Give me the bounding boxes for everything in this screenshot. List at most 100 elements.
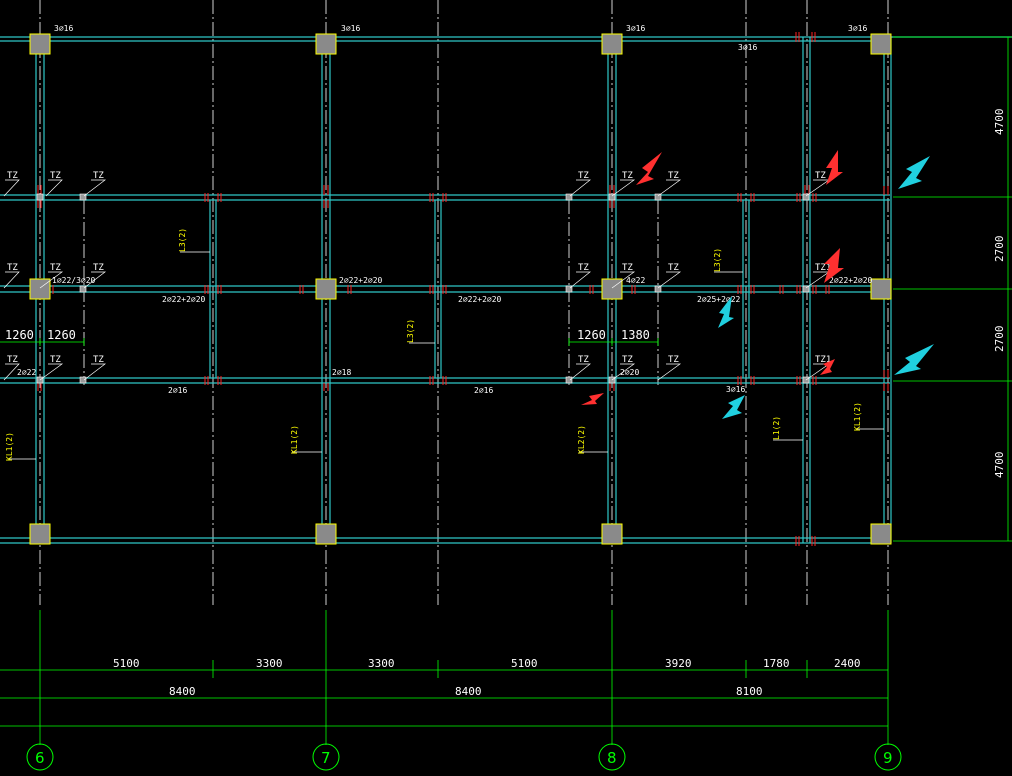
column xyxy=(29,33,51,55)
column xyxy=(601,278,623,300)
tz-leader xyxy=(3,271,20,289)
tz-post xyxy=(36,193,44,201)
dim-text: 5100 xyxy=(511,657,538,670)
rebar-hatch xyxy=(429,376,447,385)
tz-leader xyxy=(3,363,20,381)
tz-label: TZ xyxy=(578,171,589,181)
dim-text: 3300 xyxy=(256,657,283,670)
tz-label: TZ xyxy=(7,263,18,273)
rebar-marks xyxy=(37,32,889,546)
dim-text: 8400 xyxy=(169,685,196,698)
tz-leader xyxy=(39,271,64,289)
rebar-hatch xyxy=(204,376,222,385)
rebar-hatch xyxy=(737,376,755,385)
axis-label: 7 xyxy=(321,749,331,767)
rebar-hatch xyxy=(796,376,817,385)
column xyxy=(315,278,337,300)
rebar-note: 2⌀18 xyxy=(332,368,351,377)
tz-label: TZ1 xyxy=(815,263,831,273)
tz-label: TZ xyxy=(50,263,61,273)
rebar-hatch xyxy=(429,285,447,294)
rebar-hatch xyxy=(204,193,222,202)
right-dims: 4700 2700 2700 4700 xyxy=(993,109,1006,479)
rebar-note: 3⌀16 xyxy=(341,24,360,33)
right-dim-lines xyxy=(893,36,1012,542)
axis-bubble-6 xyxy=(26,743,54,771)
bottom-dims-row2: 8400 8400 8100 xyxy=(169,685,763,698)
tz-label: TZ xyxy=(93,355,104,365)
dim-text: 2700 xyxy=(993,236,1006,263)
tz-leader xyxy=(611,363,636,381)
dim-text: 4700 xyxy=(993,109,1006,136)
dim-text: 3300 xyxy=(368,657,395,670)
red-arrow xyxy=(581,393,604,405)
red-arrow xyxy=(824,248,844,283)
tz-leader xyxy=(569,271,591,289)
rebar-hatch xyxy=(37,383,615,391)
local-dims: 1260 1260 1260 1380 xyxy=(5,328,650,342)
column xyxy=(870,523,892,545)
tz-label: TZ xyxy=(668,171,679,181)
tz-label: TZ xyxy=(622,171,633,181)
beam-label: L1(2) xyxy=(772,416,781,440)
dim-text: 1260 xyxy=(5,328,34,342)
rebar-hatch xyxy=(883,370,889,391)
rebar-hatch xyxy=(429,193,447,202)
axis-bubbles: 6 7 8 9 xyxy=(26,743,902,771)
cyan-arrow xyxy=(718,296,734,328)
dim-text: 2700 xyxy=(993,326,1006,353)
tz-post xyxy=(565,285,573,293)
column xyxy=(315,523,337,545)
dim-text: 4700 xyxy=(993,452,1006,479)
cyan-arrow xyxy=(898,156,930,189)
rebar-hatch xyxy=(804,185,810,195)
cyan-arrow xyxy=(722,395,745,419)
tz-label: TZ xyxy=(815,171,826,181)
column xyxy=(29,278,51,300)
tz-leader xyxy=(83,271,107,289)
tz-leaders xyxy=(3,179,831,381)
horizontal-beams xyxy=(0,36,1012,544)
rebar-hatch xyxy=(737,285,755,294)
tz-posts xyxy=(36,193,810,384)
rebar-hatch xyxy=(204,285,222,294)
axis-label: 8 xyxy=(607,749,617,767)
rebar-note: 2⌀22+2⌀20 xyxy=(339,276,383,285)
tz-label: TZ xyxy=(622,263,633,273)
red-arrow xyxy=(636,152,662,185)
tz-leader xyxy=(569,179,591,197)
tz-label: TZ xyxy=(50,355,61,365)
rebar-hatch xyxy=(589,285,830,294)
beam-label: KL2(2) xyxy=(577,425,586,454)
tz-post xyxy=(608,193,616,201)
tz-leader xyxy=(3,179,20,197)
beam-label: L3(2) xyxy=(406,319,415,343)
beam-label: L3(2) xyxy=(713,248,722,272)
tz-post xyxy=(802,285,810,293)
beam-label: KL1(2) xyxy=(290,425,299,454)
tz-post xyxy=(79,193,87,201)
rebar-note: 2⌀22+2⌀20 xyxy=(458,295,502,304)
rebar-note: 3⌀16 xyxy=(54,24,73,33)
tz-label: TZ xyxy=(93,263,104,273)
rebar-hatch xyxy=(737,193,755,202)
rebar-note: 1⌀22/3⌀20 xyxy=(52,276,96,285)
column xyxy=(870,33,892,55)
tz-post xyxy=(565,193,573,201)
tz-labels: TZ TZ TZ TZ TZ TZ TZ TZ TZ TZ TZ TZ TZ T… xyxy=(7,171,831,365)
rebar-hatch xyxy=(609,185,615,208)
dim-text: 1260 xyxy=(47,328,76,342)
axis-label: 9 xyxy=(883,749,893,767)
rebar-hatch xyxy=(795,32,816,42)
rebar-note: 3⌀16 xyxy=(738,43,757,52)
tz-label: TZ xyxy=(578,263,589,273)
tz-leader xyxy=(39,363,64,381)
vertical-beams xyxy=(35,37,892,543)
beam-label: KL1(2) xyxy=(853,402,862,431)
tz-post xyxy=(802,193,810,201)
tz-label: TZ xyxy=(578,355,589,365)
bottom-dims-row1: 5100 3300 3300 5100 3920 1780 2400 xyxy=(113,657,861,670)
tz-leader xyxy=(611,271,636,289)
beam-label: KL1(2) xyxy=(5,432,14,461)
